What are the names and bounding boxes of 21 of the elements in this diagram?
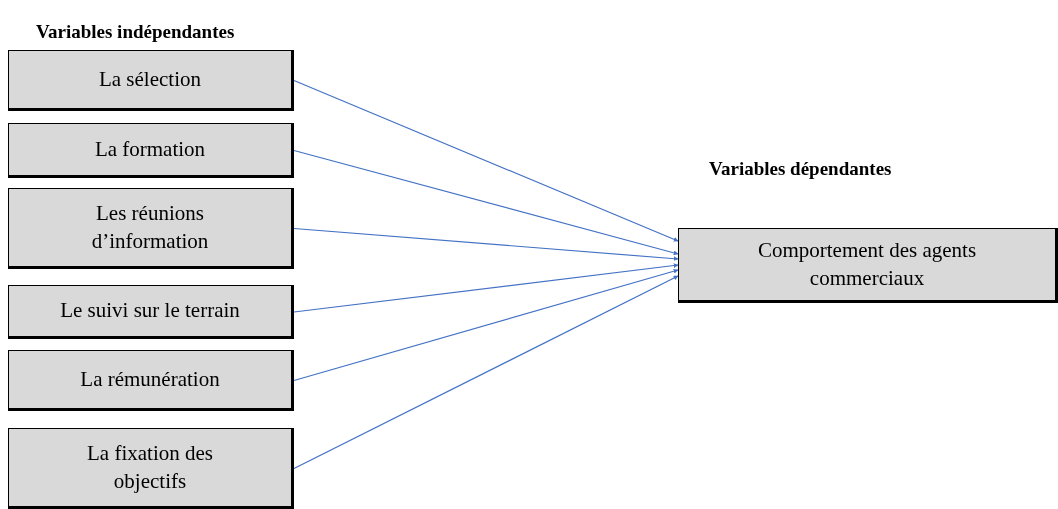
arrow [293, 275, 679, 470]
box-label: Les réunions d’information [90, 200, 210, 255]
variable-box [8, 50, 294, 111]
arrow [293, 268, 679, 382]
box-label: La sélection [98, 65, 201, 93]
box-label: La formation [94, 135, 206, 163]
variable-box [8, 285, 294, 339]
arrow [293, 227, 679, 262]
variable-box [8, 188, 294, 269]
box-label: Comportement des agents commerciaux [756, 237, 978, 292]
box-label: La rémunération [80, 365, 220, 393]
variable-box [8, 123, 294, 178]
arrow [293, 263, 679, 313]
group-heading: Variables indépendantes [36, 20, 235, 44]
variable-box [8, 428, 294, 509]
box-label: Le suivi sur le terrain [60, 297, 240, 325]
arrow [293, 149, 679, 256]
box-label: La fixation des objectifs [86, 440, 214, 495]
box-heading: Variables dépendantes [709, 157, 892, 181]
variable-box [8, 350, 294, 411]
arrow [293, 79, 679, 242]
